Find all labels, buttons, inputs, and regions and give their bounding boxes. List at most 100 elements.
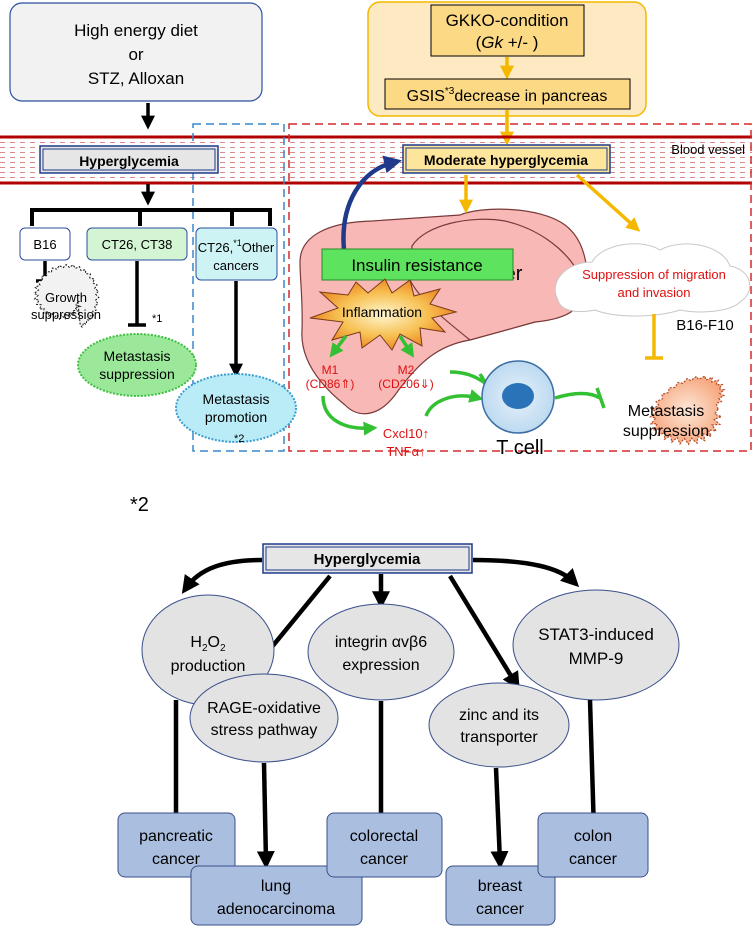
arrow-cxcl10-to-tcell (424, 389, 484, 417)
metastasis-promotion-line-2: promotion (205, 409, 267, 425)
inflammation-burst (309, 278, 458, 351)
gkko-line-2: (Gk +/- ) (476, 33, 539, 52)
hyperglycemia-label-top: Hyperglycemia (79, 153, 179, 169)
breast-line-1: breast (478, 878, 523, 895)
diet-line-2: or (128, 45, 143, 64)
integrin-line-2: expression (342, 657, 419, 674)
stat3-line-2: MMP-9 (569, 649, 624, 668)
gsis-label: GSIS*3decrease in pancreas (407, 86, 608, 105)
arrow-inflammation-to-m2 (398, 335, 415, 358)
colorectal-line-2: cancer (360, 851, 409, 868)
m1-line-1: M1 (322, 363, 339, 377)
growth-suppression-line-2: suppression (31, 307, 101, 322)
ct26-ct38-box (86, 227, 188, 261)
metastasis-promotion-line-1: Metastasis (203, 391, 270, 407)
insulin-resistance-box (321, 248, 514, 281)
red-dashed-frame (288, 123, 752, 452)
arrow-m1-to-cxcl10 (321, 395, 378, 436)
pancreatic-line-1: pancreatic (139, 828, 213, 845)
zinc-line-2: transporter (460, 729, 538, 746)
m2-line-2: (CD206⇓) (378, 377, 433, 391)
metastasis-line-1: Metastasis (628, 403, 704, 420)
lung-adenocarcinoma-box (190, 865, 363, 926)
note-2-bottom: *2 (130, 494, 149, 516)
moderate-hyperglycemia-box-inner (405, 147, 608, 171)
growth-suppression-line-1: Growth (45, 290, 87, 305)
m1-line-2: (CD86⇑) (306, 377, 355, 391)
tcell-nucleus (502, 383, 534, 409)
arrow-inflammation-to-m1 (329, 334, 348, 358)
b16-f10-label: B16-F10 (676, 317, 734, 334)
diet-line-3: STZ, Alloxan (88, 69, 184, 88)
tcell-inhibit-metastasis (554, 387, 606, 409)
arrow-moderate-to-suppression (575, 173, 641, 232)
inhibit-ct-metastasis (128, 261, 146, 327)
gkko-line-1: GKKO-condition (446, 11, 569, 30)
pancreatic-cancer-box (117, 812, 236, 878)
hyperglycemia-box-bottom (262, 543, 473, 574)
rage-line-1: RAGE-oxidative (207, 700, 321, 717)
gkko-condition-box (430, 4, 585, 57)
branch-bracket (30, 208, 272, 226)
inflammation-label: Inflammation (342, 304, 422, 320)
cxcl10-label: Cxcl10↑ (383, 426, 429, 441)
inhibit-suppression-to-metastasis (645, 314, 663, 360)
metastasis-suppression-line-1: Metastasis (104, 348, 171, 364)
pancreatic-line-2: cancer (152, 851, 201, 868)
tnfa-label: TNFα↑ (386, 444, 425, 459)
stat3-node (512, 589, 680, 701)
gsis-box (384, 78, 631, 110)
note-2-top: *2 (234, 433, 244, 445)
ct26-other-line-1: CT26,*1Other (198, 238, 275, 255)
colon-cancer-box (537, 812, 649, 878)
arrow-to-h2o2 (181, 557, 263, 594)
arrow-stat3-to-colon (584, 699, 603, 840)
growth-suppression-burst (33, 263, 100, 329)
zinc-line-1: zinc and its (459, 707, 539, 724)
hyperglycemia-label-bottom: Hyperglycemia (314, 551, 421, 568)
lung-line-1: lung (261, 878, 291, 895)
stat3-line-1: STAT3-induced (538, 625, 654, 644)
hyperglycemia-box-top (39, 145, 219, 174)
insulin-resistance-label: Insulin resistance (351, 256, 482, 275)
metastasis-promotion-burst (175, 373, 297, 443)
colorectal-cancer-box (326, 812, 443, 878)
ct26-other-line-2: cancers (213, 258, 259, 273)
metastasis-suppression-line-2: suppression (99, 366, 175, 382)
arrow-to-stat3 (472, 557, 580, 588)
b16-label: B16 (33, 237, 56, 252)
ct26-ct38-label: CT26, CT38 (102, 237, 173, 252)
colon-line-2: cancer (569, 851, 618, 868)
arrow-to-zinc (448, 574, 520, 691)
metastasis-suppression-burst (649, 375, 726, 446)
suppression-line-2: and invasion (618, 285, 691, 300)
blue-dashed-frame (192, 123, 285, 452)
metastasis-line-2: suppression (623, 423, 709, 440)
tcell-label: T cell (496, 437, 543, 459)
metastasis-suppression-green-burst (77, 333, 197, 397)
rage-line-2: stress pathway (211, 722, 318, 739)
high-energy-diet-box (9, 2, 263, 102)
suppression-line-1: Suppression of migration (582, 267, 726, 282)
metastasis-suppression-note: *1 (152, 313, 162, 325)
diet-line-1: High energy diet (74, 21, 198, 40)
m2-line-1: M2 (398, 363, 415, 377)
h2o2-line-1: H2O2 (190, 634, 226, 654)
arrow-zinc-to-breast (490, 767, 509, 870)
moderate-hyperglycemia-label: Moderate hyperglycemia (424, 152, 588, 168)
breast-line-2: cancer (476, 901, 525, 918)
colorectal-line-1: colorectal (350, 828, 418, 845)
h2o2-line-2: production (171, 658, 246, 675)
b16-box (19, 227, 71, 261)
arrow-insulin-to-moderate (341, 155, 403, 251)
breast-cancer-box (445, 865, 556, 926)
blood-vessel-label: Blood vessel (671, 142, 745, 157)
integrin-node (307, 603, 455, 701)
moderate-hyperglycemia-box (402, 144, 611, 174)
hyperglycemia-box-top-inner (42, 148, 216, 171)
suppression-cloud (554, 243, 751, 317)
integrin-line-1: integrin αvβ6 (335, 634, 427, 651)
hyperglycemia-box-bottom-inner (265, 546, 470, 571)
rage-node (189, 673, 339, 763)
